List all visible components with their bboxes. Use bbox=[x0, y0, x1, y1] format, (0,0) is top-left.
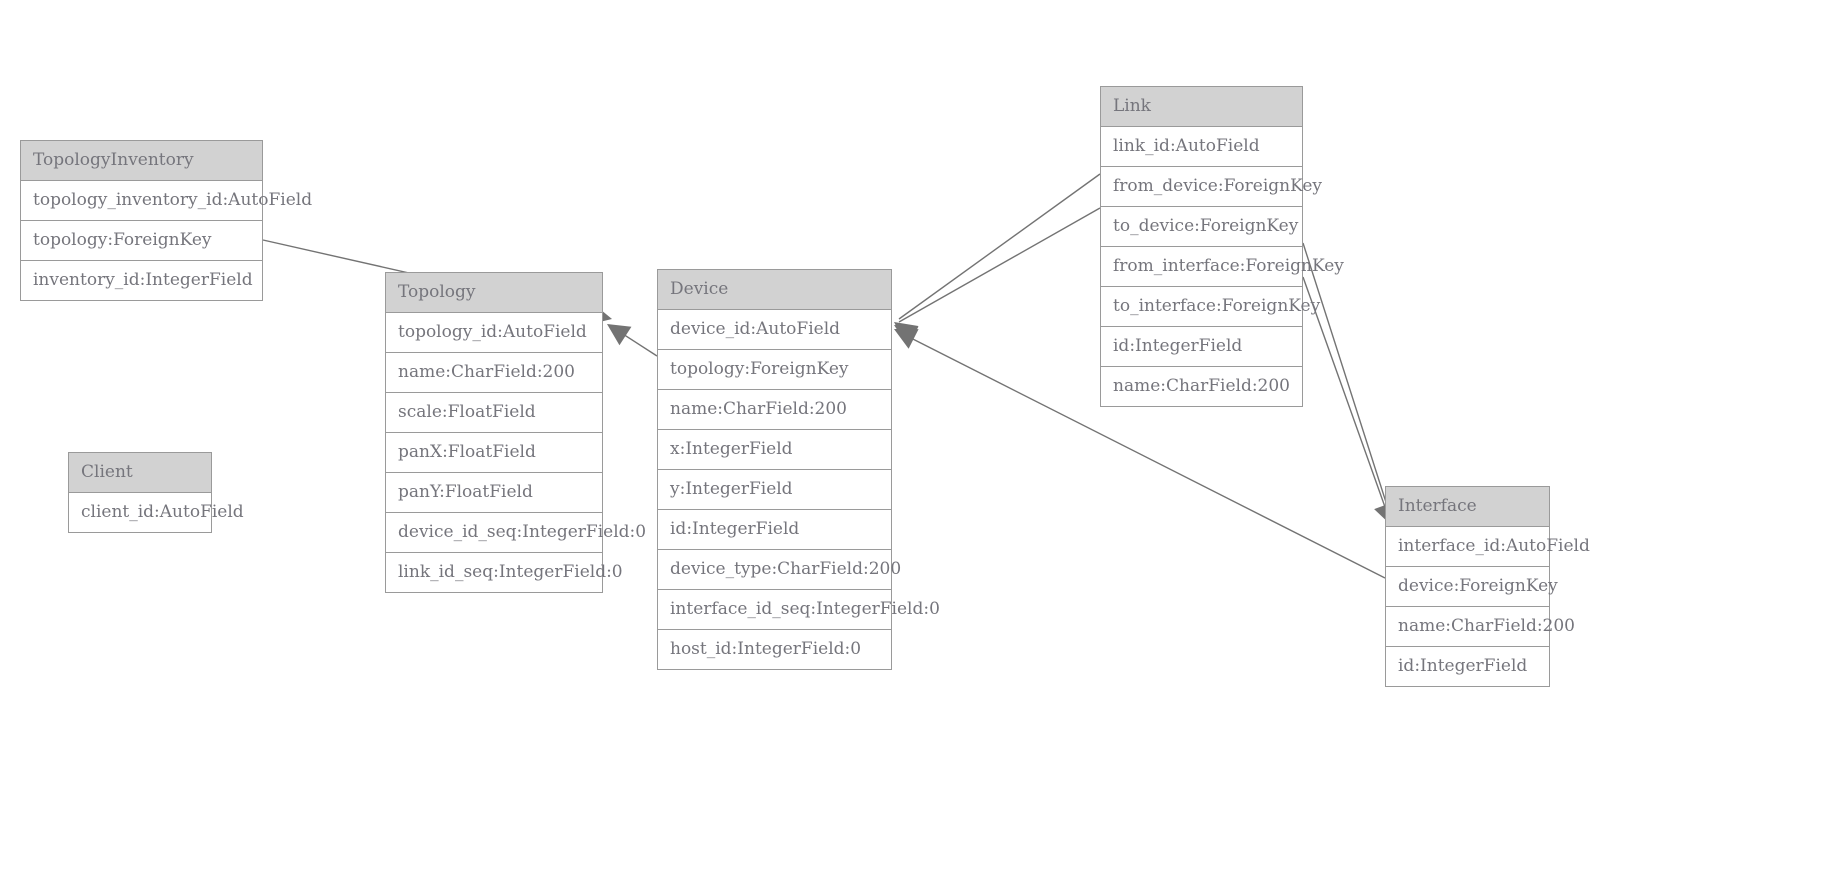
relationship-line bbox=[611, 326, 658, 357]
entity-field-row: topology:ForeignKey bbox=[658, 350, 891, 390]
entity-title-device: Device bbox=[658, 270, 891, 310]
entity-field-row: device_type:CharField:200 bbox=[658, 550, 901, 590]
entity-field-row: to_device:ForeignKey bbox=[1101, 207, 1302, 247]
entity-field-row: interface_id:AutoField bbox=[1386, 527, 1590, 567]
entity-title-link: Link bbox=[1101, 87, 1302, 127]
entity-field-row: topology_id:AutoField bbox=[386, 313, 602, 353]
entity-field-row: from_device:ForeignKey bbox=[1101, 167, 1322, 207]
entity-field-row: device_id_seq:IntegerField:0 bbox=[386, 513, 646, 553]
entity-field-row: id:IntegerField bbox=[1101, 327, 1302, 367]
entity-field-row: host_id:IntegerField:0 bbox=[658, 630, 891, 669]
entity-field-row: id:IntegerField bbox=[658, 510, 891, 550]
entity-field-row: scale:FloatField bbox=[386, 393, 602, 433]
entity-field-row: name:CharField:200 bbox=[1101, 367, 1302, 406]
entity-field-row: inventory_id:IntegerField bbox=[21, 261, 262, 300]
entity-field-row: to_interface:ForeignKey bbox=[1101, 287, 1320, 327]
entity-field-row: panX:FloatField bbox=[386, 433, 602, 473]
entity-field-row: device:ForeignKey bbox=[1386, 567, 1558, 607]
entity-field-row: from_interface:ForeignKey bbox=[1101, 247, 1344, 287]
entity-field-row: device_id:AutoField bbox=[658, 310, 891, 350]
entity-field-row: client_id:AutoField bbox=[69, 493, 244, 532]
entity-field-row: name:CharField:200 bbox=[1386, 607, 1575, 647]
entity-field-row: name:CharField:200 bbox=[386, 353, 602, 393]
relationship-arrowhead bbox=[894, 322, 919, 344]
relationship-arrowhead bbox=[894, 325, 919, 346]
relationship-arrowhead bbox=[894, 329, 919, 349]
entity-field-row: link_id_seq:IntegerField:0 bbox=[386, 553, 623, 592]
entity-field-row: x:IntegerField bbox=[658, 430, 891, 470]
relationship-line bbox=[898, 173, 1101, 320]
entity-title-interface: Interface bbox=[1386, 487, 1549, 527]
entity-title-topology: Topology bbox=[386, 273, 602, 313]
entity-field-row: name:CharField:200 bbox=[658, 390, 891, 430]
relationship-line bbox=[898, 207, 1101, 323]
entity-title-topologyinventory: TopologyInventory bbox=[21, 141, 262, 181]
entity-field-list: client_id:AutoField bbox=[69, 493, 244, 532]
entity-title-client: Client bbox=[69, 453, 211, 493]
entity-field-row: interface_id_seq:IntegerField:0 bbox=[658, 590, 940, 630]
entity-field-row: link_id:AutoField bbox=[1101, 127, 1302, 167]
entity-field-row: topology:ForeignKey bbox=[21, 221, 262, 261]
entity-field-row: topology_inventory_id:AutoField bbox=[21, 181, 312, 221]
relationship-line bbox=[1302, 242, 1393, 522]
entity-field-row: y:IntegerField bbox=[658, 470, 891, 510]
relationship-arrowhead bbox=[607, 324, 632, 346]
entity-field-row: panY:FloatField bbox=[386, 473, 602, 513]
entity-field-row: id:IntegerField bbox=[1386, 647, 1549, 686]
